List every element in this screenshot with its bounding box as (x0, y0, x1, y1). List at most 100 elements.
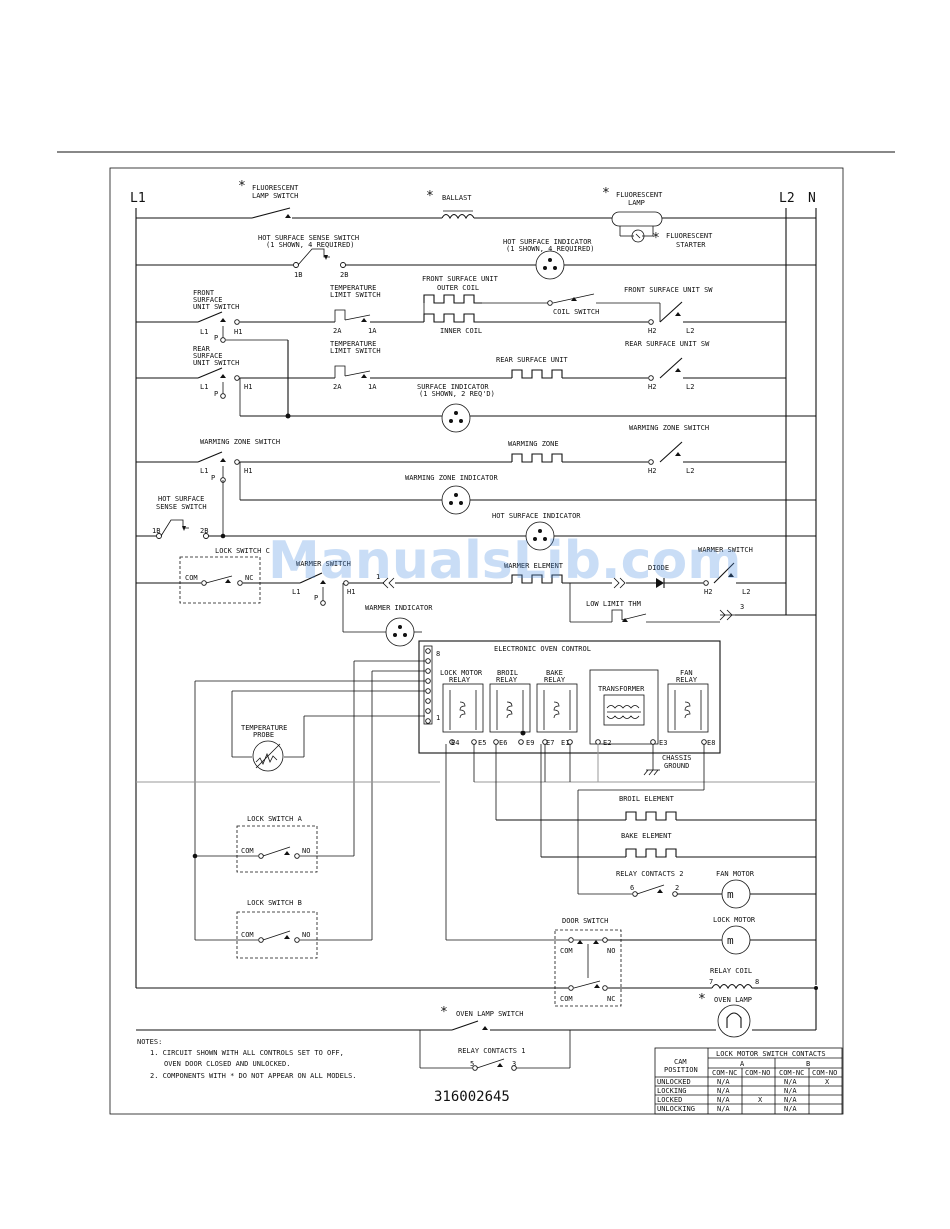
hot-surface-sense-lower-label-1: HOT SURFACE (158, 495, 204, 503)
fluorescent-lamp-switch-label-2: LAMP SWITCH (252, 192, 298, 200)
asterisk-marker: * (652, 231, 660, 246)
lock-switch-a-com: COM (241, 847, 254, 855)
lock-motor-switch-contacts-table (654, 1047, 843, 1115)
terminal-e8: E8 (707, 739, 715, 747)
lock-switch-c-label: LOCK SWITCH C (215, 547, 270, 555)
fluorescent-starter-label-2: STARTER (676, 241, 706, 249)
fluorescent-lamp-label-1: FLUORESCENT (616, 191, 663, 199)
hot-surface-indicator-lower-label: HOT SURFACE INDICATOR (492, 512, 581, 520)
asterisk-marker: * (602, 186, 610, 201)
warming-zone-switch-label: WARMING ZONE SWITCH (200, 438, 280, 446)
front-surface-unit-label-1: FRONT SURFACE UNIT (422, 275, 499, 283)
terminal-e9: E9 (526, 739, 534, 747)
table-subheader: COM-NO (745, 1069, 770, 1077)
chassis-ground-label-2: GROUND (664, 762, 689, 770)
table-row-label: UNLOCKING (657, 1105, 695, 1113)
temperature-limit-switch-label-2: LIMIT SWITCH (330, 291, 381, 299)
terminal-h2: H2 (648, 467, 656, 475)
motor-symbol: m (727, 934, 734, 947)
fluorescent-lamp-switch-label-1: FLUORESCENT (252, 184, 299, 192)
fan-motor-label: FAN MOTOR (716, 870, 755, 878)
chassis-ground-label-1: CHASSIS (662, 754, 692, 762)
lock-switch-c-nc: NC (245, 574, 253, 582)
asterisk-marker: * (440, 1005, 448, 1020)
terminal-e1: E1 (561, 739, 569, 747)
hot-surface-sense-switch-label-2: (1 SHOWN, 4 REQUIRED) (266, 241, 355, 249)
terminal-h2: H2 (648, 327, 656, 335)
door-switch-label: DOOR SWITCH (562, 917, 608, 925)
terminal-h1: H1 (244, 383, 252, 391)
hot-surface-sense-switch-label-1: HOT SURFACE SENSE SWITCH (258, 234, 359, 242)
terminal-p: P (214, 334, 218, 342)
front-surface-unit-switch-label-3: UNIT SWITCH (193, 303, 239, 311)
terminal-h1: H1 (347, 588, 355, 596)
table-cam-label-1: CAM (674, 1058, 687, 1066)
terminal-h1: H1 (244, 467, 252, 475)
terminal-1a: 1A (368, 383, 377, 391)
terminal-l1: L1 (292, 588, 300, 596)
lock-switch-a-label: LOCK SWITCH A (247, 815, 303, 823)
terminal-5: 5 (470, 1060, 474, 1068)
terminal-p: P (211, 474, 215, 482)
terminal-7: 7 (709, 978, 713, 986)
rear-surface-unit-switch-label-3: UNIT SWITCH (193, 359, 239, 367)
terminal-l1: L1 (200, 328, 208, 336)
rear-surface-unit-sw-label: REAR SURFACE UNIT SW (625, 340, 710, 348)
table-row-label: LOCKED (657, 1096, 682, 1104)
terminal-2a: 2A (333, 327, 342, 335)
terminal-8: 8 (755, 978, 759, 986)
table-cell: X (825, 1078, 830, 1086)
bake-element-label: BAKE ELEMENT (621, 832, 672, 840)
warming-zone-indicator-label: WARMING ZONE INDICATOR (405, 474, 499, 482)
note-1b: OVEN DOOR CLOSED AND UNLOCKED. (164, 1060, 290, 1068)
table-title: LOCK MOTOR SWITCH CONTACTS (716, 1050, 826, 1058)
lock-motor-relay-label-1: LOCK MOTOR (440, 669, 483, 677)
terminal-8: 8 (436, 650, 440, 658)
terminal-h2: H2 (648, 383, 656, 391)
terminal-6: 6 (630, 884, 634, 892)
terminal-h2: H2 (704, 588, 712, 596)
front-surface-unit-label-2: OUTER COIL (437, 284, 479, 292)
terminal-2a: 2A (333, 383, 342, 391)
motor-symbol: m (727, 888, 734, 901)
table-cam-label-2: POSITION (664, 1066, 698, 1074)
hot-surface-indicator-label-1: HOT SURFACE INDICATOR (503, 238, 592, 246)
temperature-limit-switch-label-1: TEMPERATURE (330, 340, 376, 348)
terminal-3: 3 (740, 603, 744, 611)
front-surface-unit-sw-label: FRONT SURFACE UNIT SW (624, 286, 713, 294)
table-switch-a: A (740, 1060, 745, 1068)
notes-heading: NOTES: (137, 1038, 162, 1046)
broil-element-label: BROIL ELEMENT (619, 795, 675, 803)
lock-switch-c-com: COM (185, 574, 198, 582)
door-switch-nc: NC (607, 995, 615, 1003)
rear-surface-unit-switch-label-2: SURFACE (193, 352, 223, 360)
note-2: 2. COMPONENTS WITH * DO NOT APPEAR ON AL… (150, 1072, 357, 1080)
asterisk-marker: * (238, 179, 246, 194)
terminal-l1: L1 (200, 467, 208, 475)
low-limit-thm-label: LOW LIMIT THM (586, 600, 641, 608)
oven-lamp-circuit (136, 988, 817, 1071)
surface-indicator-label-2: (1 SHOWN, 2 REQ'D) (419, 390, 495, 398)
rail-l1-label: L1 (130, 191, 146, 206)
surface-indicator-label-1: SURFACE INDICATOR (417, 383, 489, 391)
coil-switch-label: COIL SWITCH (553, 308, 599, 316)
lock-switch-b-com: COM (241, 931, 254, 939)
lock-switch-b-no: NO (302, 931, 310, 939)
terminal-2b: 2B (340, 271, 348, 279)
terminal-l2: L2 (686, 383, 694, 391)
bake-relay-label-2: RELAY (544, 676, 566, 684)
lower-hot-surface-circuit (136, 519, 816, 551)
terminal-p: P (314, 594, 318, 602)
door-switch-com: COM (560, 947, 573, 955)
fan-relay-label-2: RELAY (676, 676, 698, 684)
terminal-2b: 2B (200, 527, 208, 535)
relay-contacts-1-label: RELAY CONTACTS 1 (458, 1047, 525, 1055)
fluorescent-lamp-circuit (136, 207, 816, 243)
terminal-l2: L2 (686, 467, 694, 475)
warmer-circuit (136, 556, 816, 647)
terminal-1b: 1B (152, 527, 160, 535)
table-row-label: LOCKING (657, 1087, 687, 1095)
oven-lamp-switch-label: OVEN LAMP SWITCH (456, 1010, 523, 1018)
terminal-1: 1 (436, 714, 440, 722)
